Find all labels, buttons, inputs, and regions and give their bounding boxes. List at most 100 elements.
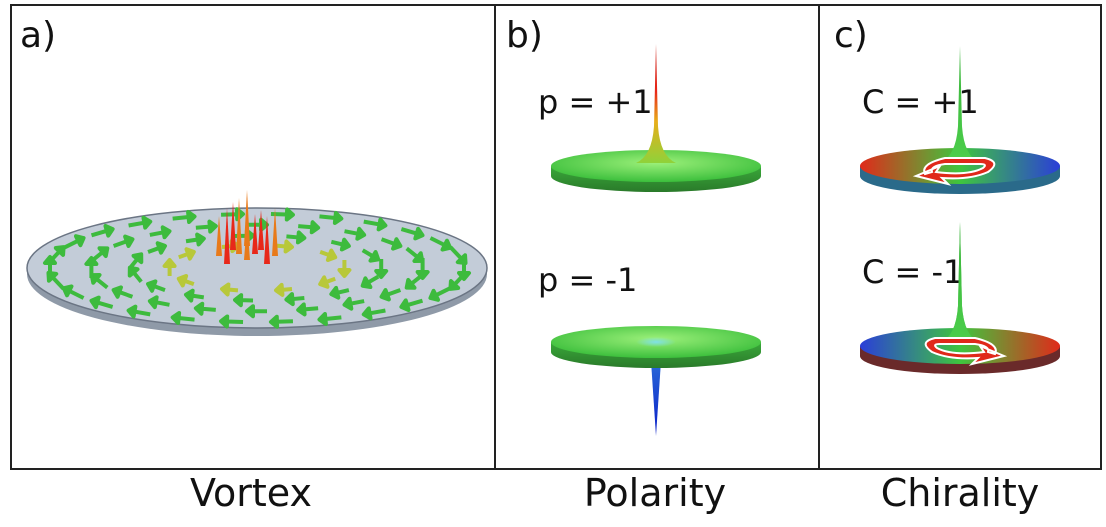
in-plane-arrow — [360, 274, 380, 290]
in-plane-arrow — [170, 311, 195, 325]
panel-label-b: b) — [506, 15, 543, 56]
caption-vortex: Vortex — [189, 471, 312, 515]
in-plane-arrow — [342, 296, 365, 311]
in-plane-arrow — [146, 279, 166, 293]
polarity-up-disk — [551, 44, 761, 192]
in-plane-arrow — [89, 272, 109, 290]
in-plane-arrow — [429, 236, 453, 252]
in-plane-arrow — [46, 270, 66, 291]
out-of-plane-arrow — [264, 216, 270, 264]
in-plane-arrow — [270, 207, 295, 222]
in-plane-arrow — [318, 275, 336, 289]
out-of-plane-arrow — [244, 220, 250, 260]
chirality-plus-disk-top — [860, 148, 1060, 184]
in-plane-arrow — [127, 265, 143, 283]
in-plane-arrow — [361, 248, 381, 263]
out-of-plane-arrow — [258, 210, 264, 250]
panel-chirality: c) C = +1 C = -1 — [820, 6, 1102, 468]
panel-label-a: a) — [20, 15, 57, 56]
in-plane-arrow — [112, 234, 135, 248]
panel-divider — [494, 6, 496, 468]
polarity-down-label: p = -1 — [538, 261, 638, 299]
caption-polarity: Polarity — [583, 471, 727, 515]
in-plane-arrow — [147, 241, 167, 255]
out-of-plane-arrow — [272, 208, 278, 256]
in-plane-arrow — [399, 298, 424, 313]
in-plane-arrow — [111, 285, 134, 299]
in-plane-arrow — [162, 258, 177, 276]
in-plane-arrow — [195, 219, 218, 234]
counterclockwise-arrow-icon — [924, 337, 1008, 366]
in-plane-arrow — [275, 239, 294, 254]
in-plane-arrow — [176, 274, 195, 288]
vortex-arrow-field — [43, 207, 471, 329]
in-plane-arrow — [374, 259, 389, 279]
polarity-up-spike — [636, 44, 676, 163]
in-plane-arrow — [404, 273, 424, 290]
chirality-minus-disk-top — [860, 328, 1060, 364]
polarity-up-disk-top — [551, 150, 761, 182]
chirality-plus-spike — [940, 46, 980, 163]
in-plane-arrow — [405, 246, 425, 264]
chirality-minus-label: C = -1 — [862, 253, 964, 291]
in-plane-arrow — [90, 223, 115, 238]
in-plane-arrow — [448, 245, 468, 266]
vortex-disk — [26, 207, 488, 329]
out-of-plane-arrow — [224, 208, 230, 264]
in-plane-arrow — [219, 314, 244, 329]
in-plane-arrow — [184, 288, 205, 303]
clockwise-arrow-icon — [912, 157, 996, 186]
out-of-plane-arrow — [216, 216, 222, 256]
in-plane-arrow — [126, 304, 151, 319]
in-plane-arrow — [319, 248, 338, 262]
in-plane-arrow — [284, 292, 305, 307]
in-plane-arrow — [220, 207, 246, 222]
out-of-plane-arrow — [244, 190, 250, 246]
in-plane-arrow — [193, 301, 216, 316]
in-plane-arrow — [185, 232, 206, 247]
polarity-down-dimple — [636, 337, 676, 347]
chirality-plus-disk — [860, 46, 1060, 194]
chirality-minus-disk — [860, 222, 1060, 374]
in-plane-arrow — [62, 234, 86, 250]
vortex-core-arrows — [216, 190, 278, 264]
in-plane-arrow — [149, 225, 172, 240]
in-plane-arrow — [428, 286, 452, 302]
in-plane-arrow — [128, 252, 144, 270]
in-plane-arrow — [147, 295, 170, 310]
in-plane-arrow — [361, 306, 386, 321]
in-plane-arrow — [90, 246, 110, 263]
in-plane-arrow — [128, 215, 153, 230]
in-plane-arrow — [448, 271, 467, 291]
in-plane-arrow — [379, 288, 402, 302]
in-plane-arrow — [298, 220, 321, 235]
panel-divider — [818, 6, 820, 468]
in-plane-arrow — [330, 237, 351, 252]
in-plane-arrow — [245, 304, 267, 319]
polarity-up-label: p = +1 — [538, 83, 653, 121]
caption-chirality: Chirality — [880, 471, 1040, 515]
out-of-plane-arrow — [236, 198, 242, 254]
in-plane-arrow — [337, 260, 352, 278]
panel-polarity: b) p = +1 p = -1 — [496, 6, 818, 468]
panel-label-c: c) — [834, 15, 868, 56]
chirality-minus-spike-front — [940, 222, 980, 343]
polarity-down-disk — [551, 326, 761, 436]
in-plane-arrow — [233, 293, 254, 308]
in-plane-arrow — [89, 295, 114, 310]
in-plane-arrow — [363, 217, 388, 232]
out-of-plane-arrow — [230, 202, 236, 250]
in-plane-arrow — [274, 282, 293, 297]
in-plane-arrow — [380, 237, 403, 251]
vortex-illustration — [26, 190, 488, 336]
in-plane-arrow — [286, 230, 307, 245]
in-plane-arrow — [329, 285, 350, 300]
in-plane-arrow — [317, 312, 342, 326]
in-plane-arrow — [178, 247, 196, 261]
in-plane-arrow — [296, 302, 319, 317]
in-plane-arrow — [319, 211, 344, 225]
in-plane-arrow — [220, 282, 239, 297]
in-plane-arrow — [47, 245, 66, 265]
out-of-plane-arrow — [252, 214, 258, 254]
panel-vortex: a) — [12, 6, 494, 468]
